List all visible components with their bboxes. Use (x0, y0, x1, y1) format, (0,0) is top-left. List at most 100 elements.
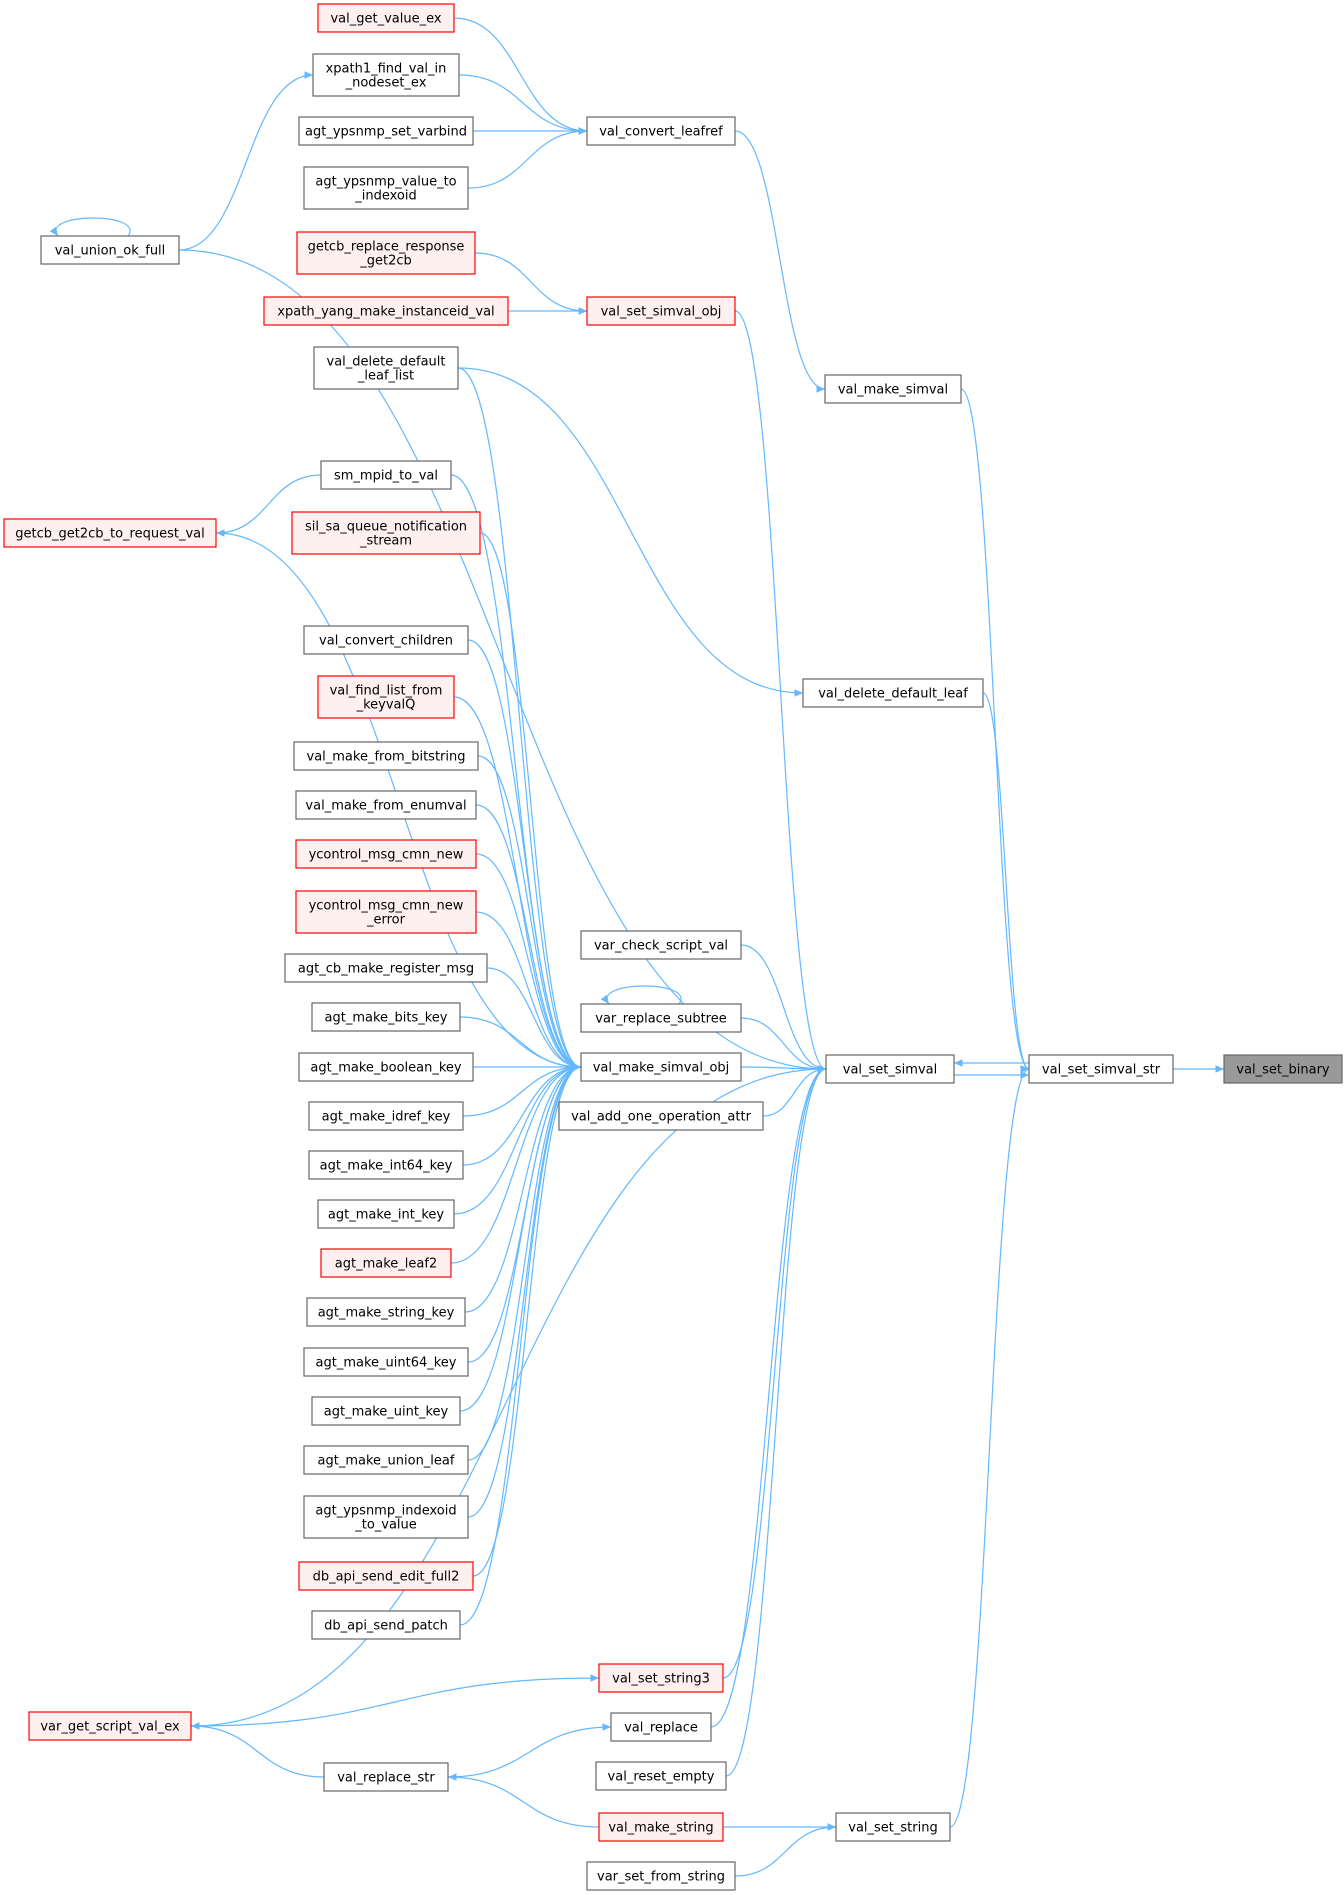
node-box (580, 930, 742, 960)
node-val-delete-default-leaf[interactable]: val_delete_default_leaf (802, 678, 984, 708)
node-val-add-one-operation-attr[interactable]: val_add_one_operation_attr (558, 1101, 764, 1131)
edge-val_make_from_bitstring-to-val_make_simval_obj (477, 755, 582, 1071)
node-box (317, 675, 455, 719)
node-sil-sa-queue-notification-stream[interactable]: sil_sa_queue_notification_stream (291, 511, 481, 555)
node-label: var_check_script_val (594, 939, 728, 954)
node-val-make-string[interactable]: val_make_string (598, 1812, 724, 1842)
node-getcb-replace-response-get2cb[interactable]: getcb_replace_response_get2cb (296, 231, 476, 275)
node-label: val_delete_default_leaf (818, 687, 968, 702)
node-label: agt_make_int_key (328, 1208, 445, 1223)
edge-agt_make_leaf2-to-val_make_simval_obj (450, 1063, 582, 1264)
node-box (311, 1396, 461, 1426)
node-val-set-simval-str[interactable]: val_set_simval_str (1028, 1054, 1174, 1084)
node-agt-cb-make-register-msg[interactable]: agt_cb_make_register_msg (284, 953, 488, 983)
node-val-make-simval[interactable]: val_make_simval (824, 374, 962, 404)
node-val-make-from-enumval[interactable]: val_make_from_enumval (295, 790, 477, 820)
node-agt-make-boolean-key[interactable]: agt_make_boolean_key (298, 1052, 474, 1082)
edge-agt_make_int64_key-to-val_make_simval_obj (462, 1063, 582, 1166)
edge-val_set_string-to-val_set_simval_str (949, 1065, 1030, 1828)
node-label: agt_ypsnmp_value_to (315, 175, 456, 190)
node-label: db_api_send_patch (324, 1619, 448, 1634)
node-val-set-string3[interactable]: val_set_string3 (598, 1663, 724, 1693)
node-label: val_set_simval (843, 1063, 937, 1078)
edge-var_check_script_val-to-val_set_simval (740, 944, 827, 1073)
node-label: ycontrol_msg_cmn_new (309, 899, 464, 914)
node-ycontrol-msg-cmn-new[interactable]: ycontrol_msg_cmn_new (295, 839, 477, 869)
node-agt-make-uint-key[interactable]: agt_make_uint_key (311, 1396, 461, 1426)
node-val-make-simval-obj[interactable]: val_make_simval_obj (580, 1052, 742, 1082)
node-agt-make-uint64-key[interactable]: agt_make_uint64_key (303, 1347, 469, 1377)
edge-var_get_script_val_ex-to-val_set_string3 (190, 1674, 600, 1727)
node-label: agt_make_int64_key (320, 1159, 453, 1174)
edge-agt_make_idref_key-to-val_make_simval_obj (462, 1063, 582, 1117)
node-val-replace-str[interactable]: val_replace_str (323, 1762, 449, 1792)
node-label: getcb_get2cb_to_request_val (15, 527, 205, 542)
node-box (308, 1101, 464, 1131)
node-val-set-simval-obj[interactable]: val_set_simval_obj (586, 296, 736, 326)
node-label: val_set_string3 (612, 1672, 710, 1687)
edge-val_replace_str-to-val_replace (447, 1723, 612, 1778)
node-val-replace[interactable]: val_replace (610, 1712, 712, 1742)
node-val-set-string[interactable]: val_set_string (835, 1812, 951, 1842)
node-label: _leaf_list (357, 369, 414, 384)
node-agt-ypsnmp-value-to-indexoid[interactable]: agt_ypsnmp_value_to_indexoid (303, 166, 469, 210)
node-box (580, 1052, 742, 1082)
node-db-api-send-patch[interactable]: db_api_send_patch (311, 1610, 461, 1640)
node-label: val_make_from_enumval (305, 799, 466, 814)
node-agt-ypsnmp-indexoid-to-value[interactable]: agt_ypsnmp_indexoid_to_value (303, 1495, 469, 1539)
edge-agt_ypsnmp_indexoid_to_value-to-val_make_simval_obj (467, 1063, 582, 1518)
node-agt-make-leaf2[interactable]: agt_make_leaf2 (320, 1248, 452, 1278)
node-agt-make-int64-key[interactable]: agt_make_int64_key (308, 1150, 464, 1180)
node-val-reset-empty[interactable]: val_reset_empty (595, 1761, 727, 1791)
edge-val_union_ok_full-to-xpath1_find_val_in_nodeset_ex (178, 71, 314, 251)
node-label: val_make_simval_obj (593, 1061, 730, 1076)
node-getcb-get2cb-to-request-val[interactable]: getcb_get2cb_to_request_val (3, 518, 217, 548)
node-val-delete-default-leaf-list[interactable]: val_delete_default_leaf_list (313, 346, 459, 390)
edge-getcb_replace_response_get2cb-to-val_set_simval_obj (474, 252, 588, 315)
edge-agt_cb_make_register_msg-to-val_make_simval_obj (486, 967, 582, 1071)
node-val-find-list-from-keyvalQ[interactable]: val_find_list_from_keyvalQ (317, 675, 455, 719)
node-label: _nodeset_ex (345, 76, 427, 91)
edge-var_replace_subtree-to-val_set_simval (740, 1017, 827, 1073)
node-agt-make-union-leaf[interactable]: agt_make_union_leaf (303, 1445, 469, 1475)
edge-ycontrol_msg_cmn_new-to-val_make_simval_obj (475, 853, 582, 1071)
node-box (295, 839, 477, 869)
node-var-get-script-val-ex[interactable]: var_get_script_val_ex (28, 1711, 192, 1741)
node-xpath-yang-make-instanceid-val[interactable]: xpath_yang_make_instanceid_val (263, 296, 509, 326)
node-box (317, 1199, 455, 1229)
node-box (298, 1561, 474, 1591)
node-label: val_set_binary (1236, 1063, 1330, 1078)
node-agt-make-idref-key[interactable]: agt_make_idref_key (308, 1101, 464, 1131)
node-val-union-ok-full[interactable]: val_union_ok_full (40, 235, 180, 265)
node-val-set-simval[interactable]: val_set_simval (825, 1054, 955, 1084)
node-val-set-binary[interactable]: val_set_binary (1223, 1054, 1343, 1084)
node-agt-make-bits-key[interactable]: agt_make_bits_key (311, 1002, 461, 1032)
node-db-api-send-edit-full2[interactable]: db_api_send_edit_full2 (298, 1561, 474, 1591)
node-val-get-value-ex[interactable]: val_get_value_ex (317, 3, 455, 33)
edge-val_convert_leafref-to-val_make_simval (734, 130, 826, 393)
node-label: agt_make_union_leaf (318, 1454, 455, 1469)
edge-agt_make_union_leaf-to-val_make_simval_obj (467, 1063, 582, 1461)
node-val-convert-children[interactable]: val_convert_children (303, 625, 469, 655)
node-var-set-from-string[interactable]: var_set_from_string (586, 1861, 736, 1891)
node-val-convert-leafref[interactable]: val_convert_leafref (586, 116, 736, 146)
node-label: _get2cb (359, 254, 412, 269)
node-agt-ypsnmp-set-varbind[interactable]: agt_ypsnmp_set_varbind (298, 116, 474, 146)
node-xpath1-find-val-in-nodeset-ex[interactable]: xpath1_find_val_in_nodeset_ex (312, 53, 460, 97)
node-box (296, 231, 476, 275)
node-box (802, 678, 984, 708)
node-agt-make-int-key[interactable]: agt_make_int_key (317, 1199, 455, 1229)
node-var-replace-subtree[interactable]: var_replace_subtree (580, 1003, 742, 1033)
node-box (291, 511, 481, 555)
node-label: var_replace_subtree (595, 1012, 726, 1027)
node-box (295, 790, 477, 820)
edge-val_delete_default_leaf-to-val_set_simval_str (982, 692, 1030, 1073)
node-ycontrol-msg-cmn-new-error[interactable]: ycontrol_msg_cmn_new_error (295, 890, 477, 934)
node-box (293, 741, 479, 771)
node-val-make-from-bitstring[interactable]: val_make_from_bitstring (293, 741, 479, 771)
node-var-check-script-val[interactable]: var_check_script_val (580, 930, 742, 960)
node-sm-mpid-to-val[interactable]: sm_mpid_to_val (320, 460, 452, 490)
node-agt-make-string-key[interactable]: agt_make_string_key (306, 1297, 466, 1327)
node-box (40, 235, 180, 265)
